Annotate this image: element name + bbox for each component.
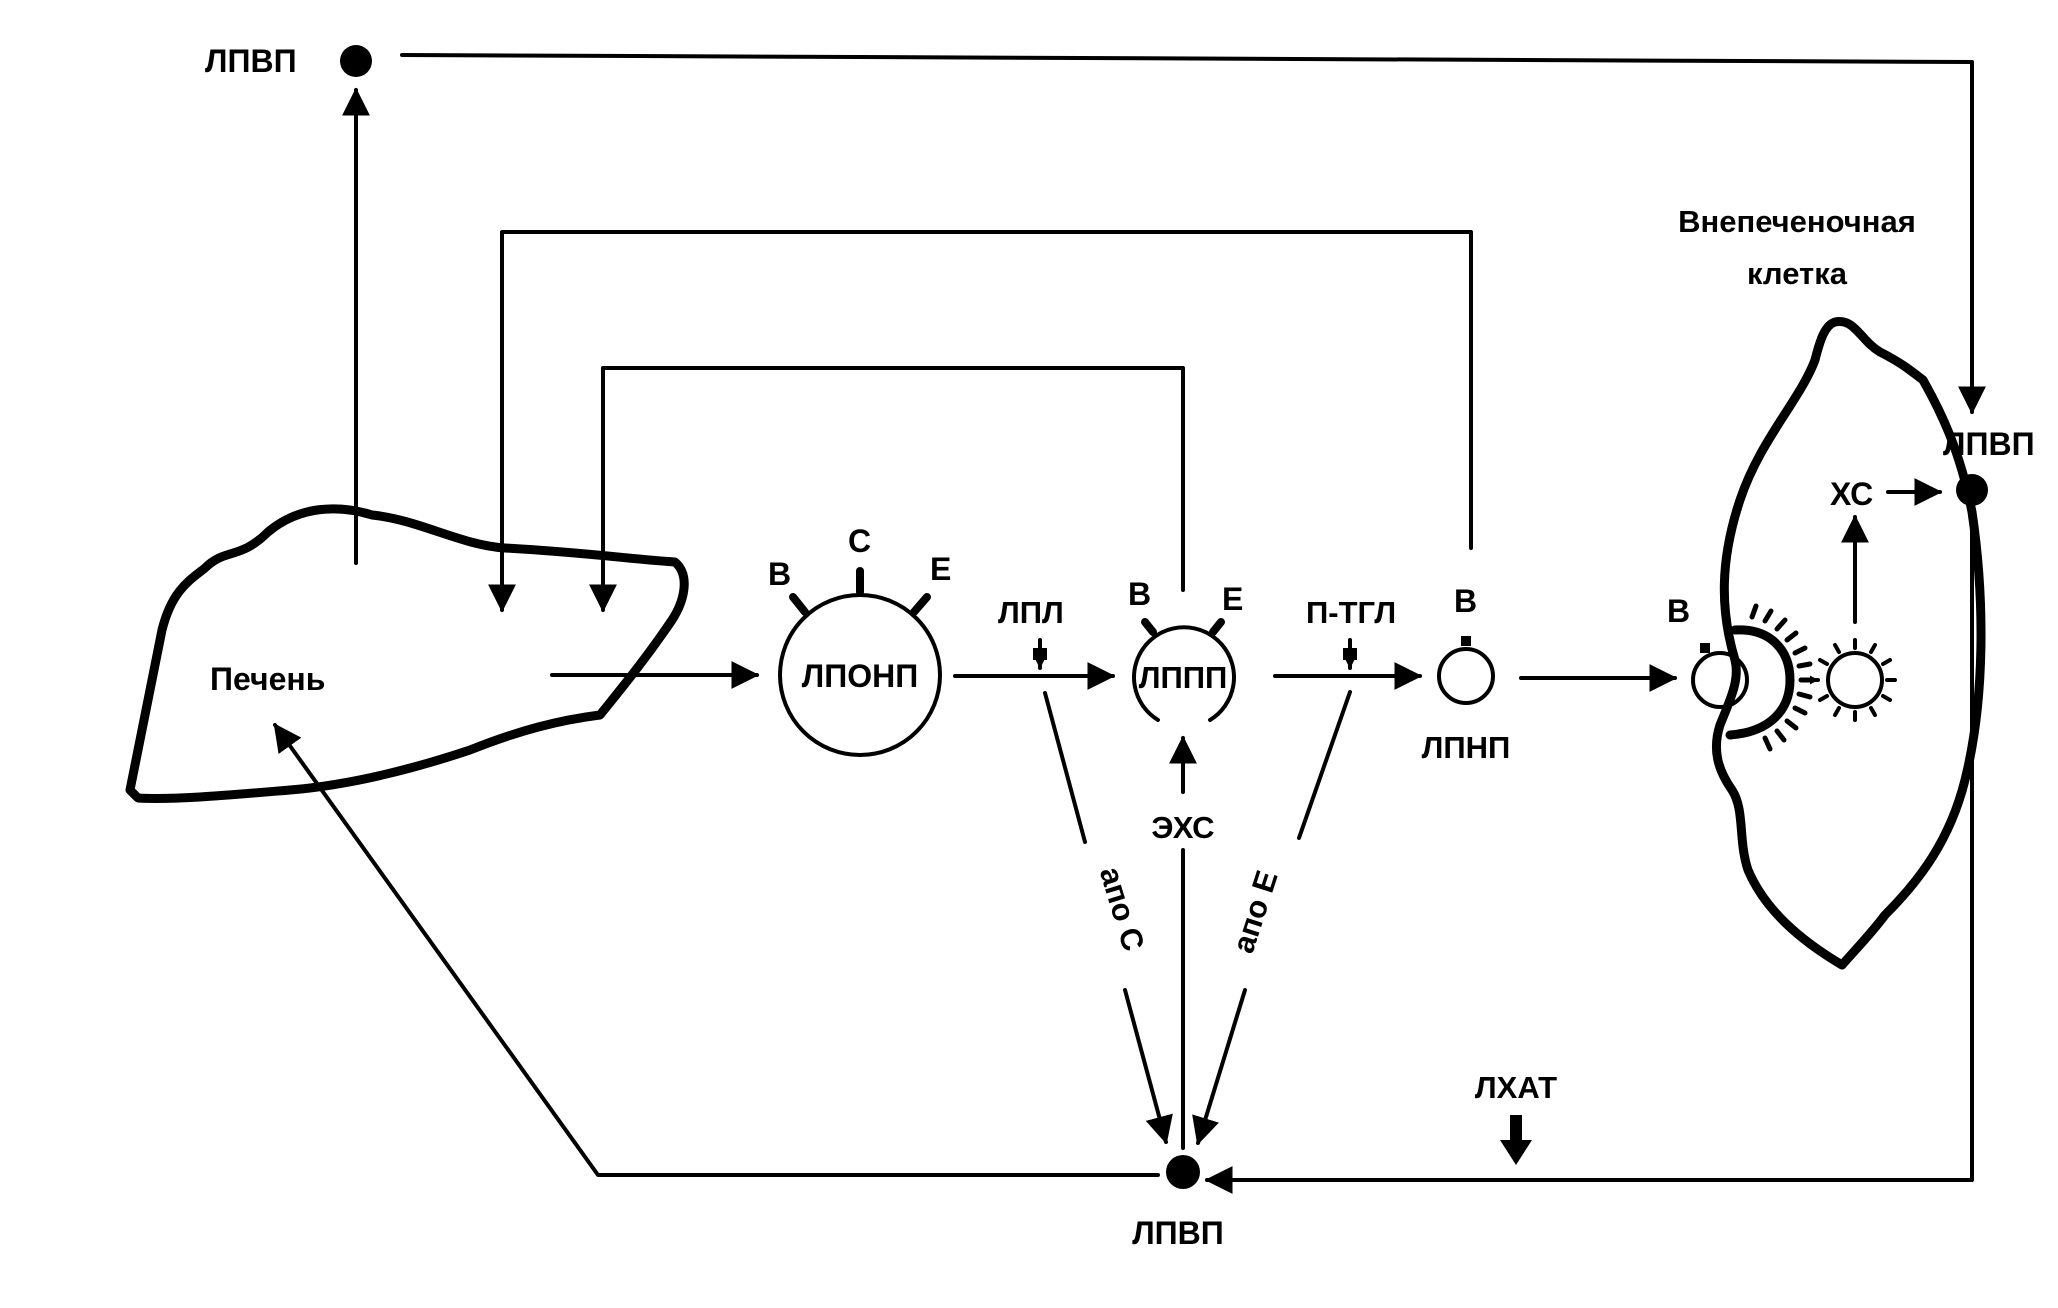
idl-particle — [1132, 625, 1236, 722]
idl-apo-e-label: E — [1222, 581, 1243, 617]
receptor-apo-b-label: B — [1667, 593, 1690, 629]
apo-e-label: апо Е — [1225, 866, 1284, 957]
vldl-apo-e-label: E — [930, 551, 951, 587]
lpl-marker-head — [1033, 648, 1047, 660]
arrow-idl-return-to-liver — [589, 366, 1185, 613]
lcat-marker-stem — [1510, 1115, 1522, 1145]
lpl-label: ЛПЛ — [998, 595, 1064, 630]
line-tgl-to-apo-e — [1297, 690, 1352, 840]
cell-receptor-teeth — [1749, 603, 1815, 752]
idl-label: ЛППП — [1139, 660, 1228, 695]
ehs-label: ЭХС — [1151, 810, 1214, 845]
bound-ldl-particle — [1691, 651, 1749, 709]
arrow-apo-c-to-hdl-bottom — [1123, 988, 1173, 1145]
cell-membrane — [1711, 317, 1986, 970]
vldl-label: ЛПОНП — [802, 658, 918, 694]
endosome-teeth — [1818, 638, 1897, 722]
line-lpl-to-apo-c — [1043, 691, 1087, 844]
lcat-label: ЛХАТ — [1475, 1070, 1557, 1105]
vldl-apo-b-label: B — [768, 556, 791, 592]
cell-title-line1: Внепеченочная — [1678, 204, 1916, 239]
hdl-bottom-label: ЛПВП — [1132, 1215, 1224, 1251]
hdl-top-label: ЛПВП — [205, 43, 297, 79]
arrow-hdl-bottom-to-liver — [273, 723, 1160, 1177]
ldl-apo-b-tick — [1461, 636, 1471, 646]
liver-shape — [125, 504, 689, 803]
idl-apo-b-tick — [1141, 618, 1157, 636]
arrow-cell-to-hdl-bottom — [1204, 508, 1974, 1194]
hdl-top-particle — [340, 45, 372, 77]
arrow-ldl-return-to-liver — [488, 230, 1473, 613]
idl-apo-b-label: B — [1128, 576, 1151, 612]
vldl-apo-c-label: C — [848, 523, 871, 559]
hdl-bottom-particle — [1166, 1155, 1200, 1189]
tgl-marker-head — [1343, 648, 1357, 660]
bound-ldl-apo-b-tick — [1700, 643, 1710, 653]
idl-apo-e-tick — [1209, 618, 1225, 636]
xc-label: ХС — [1830, 476, 1873, 512]
ldl-particle — [1437, 647, 1495, 705]
ldl-label: ЛПНП — [1422, 730, 1511, 765]
endosome-particle — [1826, 651, 1884, 709]
arrow-apo-e-to-hdl-bottom — [1192, 988, 1247, 1146]
vldl-apo-e-tick — [910, 593, 931, 616]
ldl-apo-b-label: B — [1454, 583, 1477, 619]
arrow-hdl-top-to-cell — [400, 53, 1986, 415]
lcat-marker-head — [1500, 1140, 1532, 1165]
cell-title-line2: клетка — [1747, 256, 1848, 291]
cell-receptor-pit — [1725, 625, 1795, 740]
hepatic-tgl-label: П-ТГЛ — [1306, 595, 1396, 630]
apo-c-label: апо С — [1093, 863, 1152, 955]
vldl-apo-b-tick — [789, 593, 809, 616]
liver-label: Печень — [210, 661, 325, 697]
